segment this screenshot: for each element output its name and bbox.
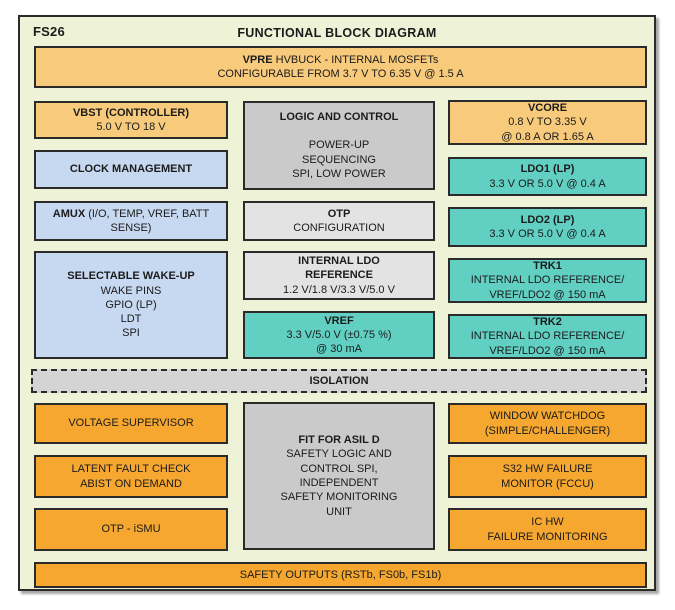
block-wakeup-line: SPI — [122, 327, 140, 340]
block-ldo1: LDO1 (LP) 3.3 V OR 5.0 V @ 0.4 A — [448, 157, 647, 196]
block-amux-title: AMUX (I/O, TEMP, VREF, BATT SENSE) — [52, 207, 210, 234]
block-trk2-line: VREF/LDO2 @ 150 mA — [489, 344, 606, 357]
block-selectable-wakeup: SELECTABLE WAKE-UP WAKE PINS GPIO (LP) L… — [34, 251, 228, 359]
block-wwd-line: (SIMPLE/CHALLENGER) — [484, 424, 611, 437]
block-asil-line: INDEPENDENT — [299, 477, 379, 489]
block-trk1-title: TRK1 — [533, 260, 562, 273]
block-ichw-line: IC HW — [531, 516, 564, 529]
diagram-title: FUNCTIONAL BLOCK DIAGRAM — [237, 26, 437, 40]
block-asil-line: SAFETY MONITORING — [280, 491, 398, 504]
block-logic-title: LOGIC AND CONTROL — [279, 111, 399, 123]
block-logic-line: SPI, LOW POWER — [292, 167, 386, 180]
block-vcore: VCORE 0.8 V TO 3.35 V @ 0.8 A OR 1.65 A — [448, 100, 647, 145]
block-vbst-body: 5.0 V TO 18 V — [96, 121, 166, 133]
block-vbst-title: VBST (CONTROLLER) — [72, 106, 190, 119]
block-intldo-title: INTERNAL LDO — [298, 255, 380, 268]
block-vcore-line: @ 0.8 A OR 1.65 A — [501, 130, 594, 143]
block-trk1-line: VREF/LDO2 @ 150 mA — [489, 288, 606, 301]
block-logic-and-control: LOGIC AND CONTROL POWER-UP SEQUENCING SP… — [243, 101, 435, 190]
block-otp-configuration: OTP CONFIGURATION — [243, 201, 435, 241]
block-vpre-title: VPRE HVBUCK - INTERNAL MOSFETs — [242, 53, 439, 66]
block-otp-ismu: OTP - iSMU — [34, 508, 228, 551]
block-vcore-title: VCORE — [527, 102, 568, 115]
block-ldo2-title: LDO2 (LP) — [520, 213, 575, 226]
block-wakeup-line: GPIO (LP) — [105, 298, 157, 311]
chip-name: FS26 — [33, 24, 65, 39]
block-logic-line: SEQUENCING — [302, 153, 376, 166]
block-latent-line: LATENT FAULT CHECK — [71, 463, 191, 476]
block-latent-fault-check: LATENT FAULT CHECK ABIST ON DEMAND — [34, 455, 228, 498]
isolation-band: ISOLATION — [31, 369, 647, 393]
block-voltage-supervisor: VOLTAGE SUPERVISOR — [34, 403, 228, 444]
block-vpre-body: CONFIGURABLE FROM 3.7 V TO 6.35 V @ 1.5 … — [217, 68, 464, 80]
block-asil-line: UNIT — [326, 505, 352, 518]
diagram-frame: FS26 FUNCTIONAL BLOCK DIAGRAM VPRE HVBUC… — [18, 15, 656, 591]
block-ldo1-title: LDO1 (LP) — [520, 163, 575, 176]
block-otp-ismu-label: OTP - iSMU — [101, 523, 161, 536]
block-internal-ldo-reference: INTERNAL LDO REFERENCE 1.2 V/1.8 V/3.3 V… — [243, 251, 435, 300]
block-ichw-line: FAILURE MONITORING — [487, 530, 608, 543]
block-asil-line: CONTROL SPI, — [300, 462, 378, 475]
block-otp-title: OTP — [327, 207, 351, 220]
block-latent-line: ABIST ON DEMAND — [80, 477, 182, 490]
block-asil-line: SAFETY LOGIC AND — [286, 448, 392, 461]
block-vref: VREF 3.3 V/5.0 V (±0.75 %) @ 30 mA — [243, 311, 435, 359]
block-fit-for-asil-d: FIT FOR ASIL D SAFETY LOGIC AND CONTROL … — [243, 402, 435, 550]
block-window-watchdog: WINDOW WATCHDOG (SIMPLE/CHALLENGER) — [448, 403, 647, 444]
block-voltage-supervisor-label: VOLTAGE SUPERVISOR — [68, 417, 194, 430]
block-ldo2: LDO2 (LP) 3.3 V OR 5.0 V @ 0.4 A — [448, 207, 647, 247]
isolation-label: ISOLATION — [309, 374, 369, 387]
block-vref-line: @ 30 mA — [315, 343, 362, 356]
block-vpre: VPRE HVBUCK - INTERNAL MOSFETs CONFIGURA… — [34, 46, 647, 88]
block-amux: AMUX (I/O, TEMP, VREF, BATT SENSE) — [34, 201, 228, 241]
block-clock-title: CLOCK MANAGEMENT — [69, 163, 193, 176]
block-wakeup-line: WAKE PINS — [100, 284, 162, 297]
block-ldo2-body: 3.3 V OR 5.0 V @ 0.4 A — [489, 228, 606, 240]
block-ldo1-body: 3.3 V OR 5.0 V @ 0.4 A — [489, 177, 606, 190]
block-s32-line: S32 HW FAILURE — [502, 463, 593, 476]
block-ic-hw-failure-monitoring: IC HW FAILURE MONITORING — [448, 508, 647, 551]
block-vref-line: 3.3 V/5.0 V (±0.75 %) — [286, 328, 392, 341]
block-trk2-title: TRK2 — [533, 316, 562, 329]
block-vcore-line: 0.8 V TO 3.35 V — [508, 116, 587, 129]
block-clock-management: CLOCK MANAGEMENT — [34, 150, 228, 189]
block-wakeup-title: SELECTABLE WAKE-UP — [67, 270, 195, 283]
block-logic-line: POWER-UP — [308, 139, 370, 152]
block-otp-body: CONFIGURATION — [293, 222, 385, 234]
block-intldo-body: 1.2 V/1.8 V/3.3 V/5.0 V — [283, 283, 395, 296]
block-vref-title: VREF — [324, 314, 354, 327]
block-intldo-title: REFERENCE — [305, 269, 373, 282]
block-trk2: TRK2 INTERNAL LDO REFERENCE/ VREF/LDO2 @… — [448, 314, 647, 359]
block-safety-outputs: SAFETY OUTPUTS (RSTb, FS0b, FS1b) — [34, 562, 647, 588]
block-s32-hw-failure-monitor: S32 HW FAILURE MONITOR (FCCU) — [448, 455, 647, 498]
block-vbst: VBST (CONTROLLER) 5.0 V TO 18 V — [34, 101, 228, 139]
block-s32-line: MONITOR (FCCU) — [501, 477, 594, 490]
block-trk1-line: INTERNAL LDO REFERENCE/ — [470, 274, 625, 287]
block-trk2-line: INTERNAL LDO REFERENCE/ — [470, 330, 625, 343]
block-wakeup-line: LDT — [120, 313, 142, 326]
block-wwd-line: WINDOW WATCHDOG — [489, 410, 606, 423]
block-trk1: TRK1 INTERNAL LDO REFERENCE/ VREF/LDO2 @… — [448, 258, 647, 303]
block-asil-title: FIT FOR ASIL D — [298, 434, 380, 447]
block-safety-outputs-label: SAFETY OUTPUTS (RSTb, FS0b, FS1b) — [239, 568, 442, 581]
